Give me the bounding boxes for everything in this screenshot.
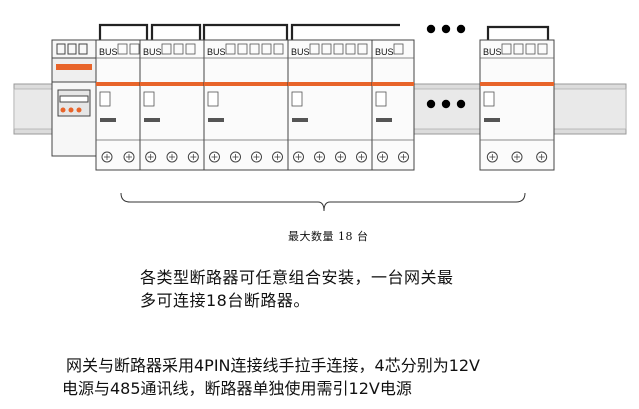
bus-wiring (98, 23, 550, 41)
breaker-module: BUS (479, 39, 555, 171)
breaker-module: BUS (95, 39, 141, 171)
bus-label: BUS (143, 47, 162, 57)
breaker-module: BUS (371, 39, 415, 171)
bus-label: BUS (483, 47, 502, 57)
description-line-1: 各类型断路器可任意组合安装，一台网关最 (140, 268, 454, 287)
ellipsis-middle (426, 99, 466, 109)
bus-label: BUS (99, 47, 118, 57)
max-count-caption: 最大数量 18 台 (288, 230, 369, 243)
bus-label: BUS (291, 47, 310, 57)
wiring-note-line-1: 网关与断路器采用4PIN连接线手拉手连接，4芯分别为12V (66, 356, 481, 375)
breaker-module: BUS (203, 39, 289, 171)
bus-label: BUS (375, 47, 394, 57)
wiring-note-line-2: 电源与485通讯线，断路器单独使用需引12V电源 (62, 379, 412, 398)
bus-label: BUS (207, 47, 226, 57)
count-bracket (120, 192, 526, 212)
breaker-module: BUS (139, 39, 205, 171)
description-line-2: 多可连接18台断路器。 (140, 291, 310, 310)
breaker-module: BUS (287, 39, 373, 171)
gateway-module (51, 39, 97, 157)
ellipsis-top (426, 24, 466, 34)
